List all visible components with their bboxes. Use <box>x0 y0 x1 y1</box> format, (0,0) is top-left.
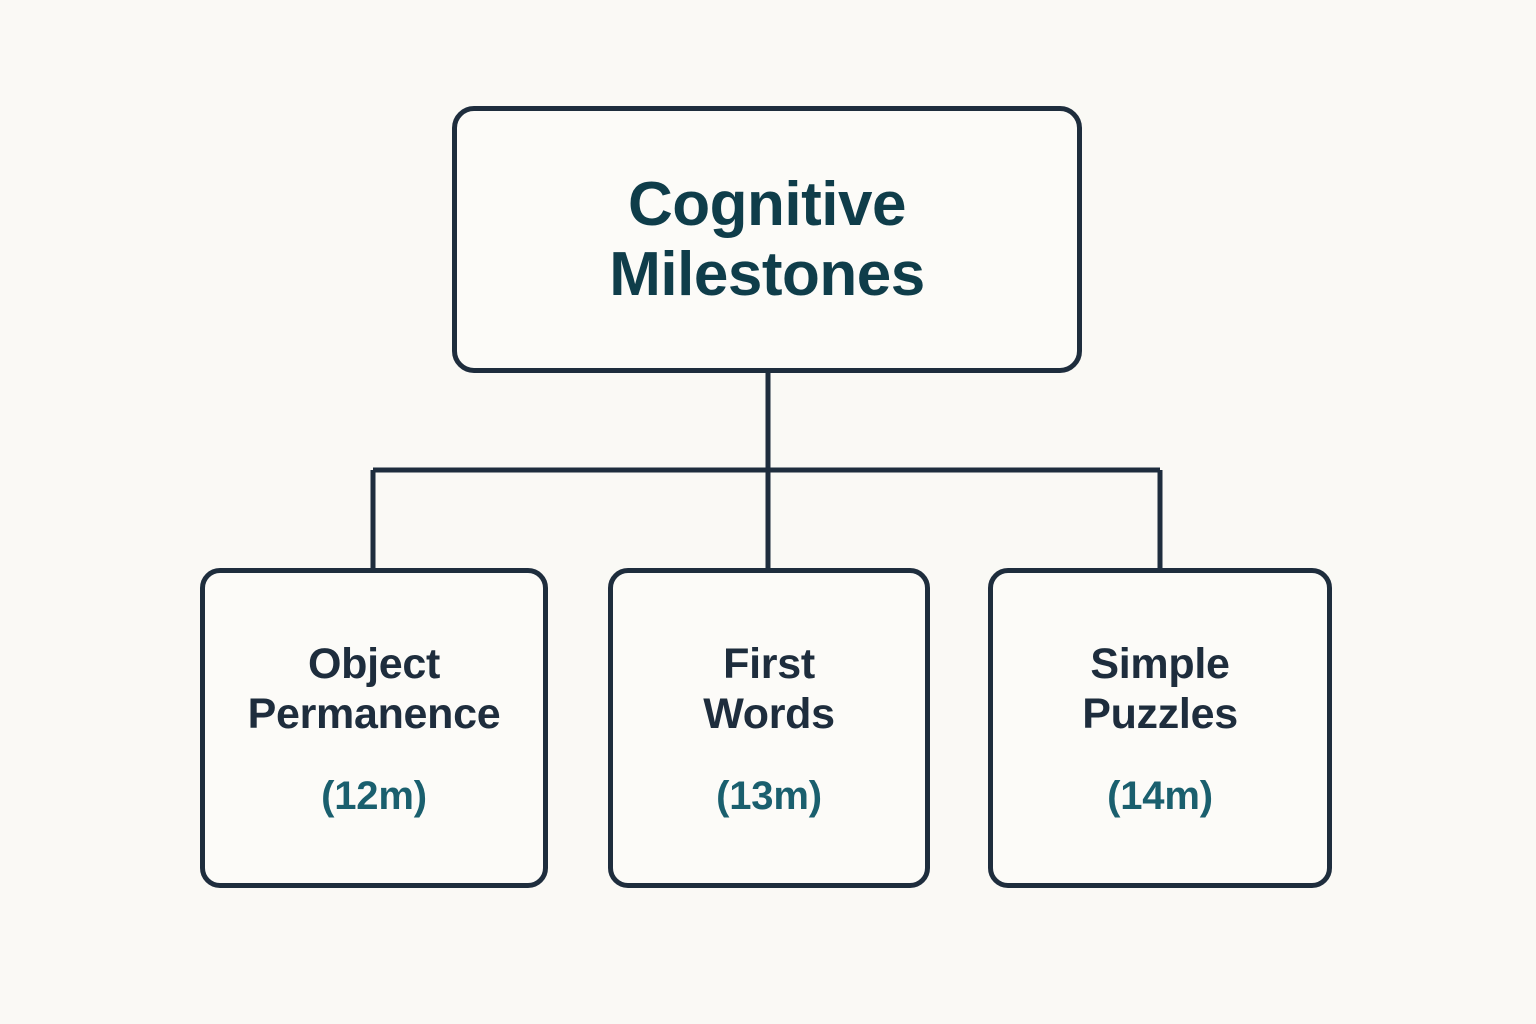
root-node-title-line-2: Milestones <box>609 239 925 309</box>
child-node-title: Object Permanence <box>248 640 501 740</box>
root-node-title: Cognitive Milestones <box>609 170 925 309</box>
child-node-title-line-1: Object <box>307 640 440 689</box>
root-node[interactable]: Cognitive Milestones <box>452 106 1082 373</box>
child-node-title-line-2: Permanence <box>247 690 501 738</box>
child-node-title: First Words <box>703 640 835 740</box>
child-node-age-badge: (12m) <box>321 773 427 818</box>
child-node-simple-puzzles[interactable]: Simple Puzzles (14m) <box>988 568 1332 888</box>
child-node-title-line-2: Puzzles <box>1082 690 1238 738</box>
child-node-object-permanence[interactable]: Object Permanence (12m) <box>200 568 548 888</box>
child-node-age-badge: (14m) <box>1107 773 1213 818</box>
child-node-title-line-2: Words <box>703 690 835 738</box>
child-node-first-words[interactable]: First Words (13m) <box>608 568 930 888</box>
child-node-title-line-1: First <box>723 640 815 689</box>
child-node-title-line-1: Simple <box>1090 640 1230 689</box>
root-node-title-line-1: Cognitive <box>628 170 906 240</box>
child-node-age-badge: (13m) <box>716 773 822 818</box>
child-node-title: Simple Puzzles <box>1082 640 1238 740</box>
